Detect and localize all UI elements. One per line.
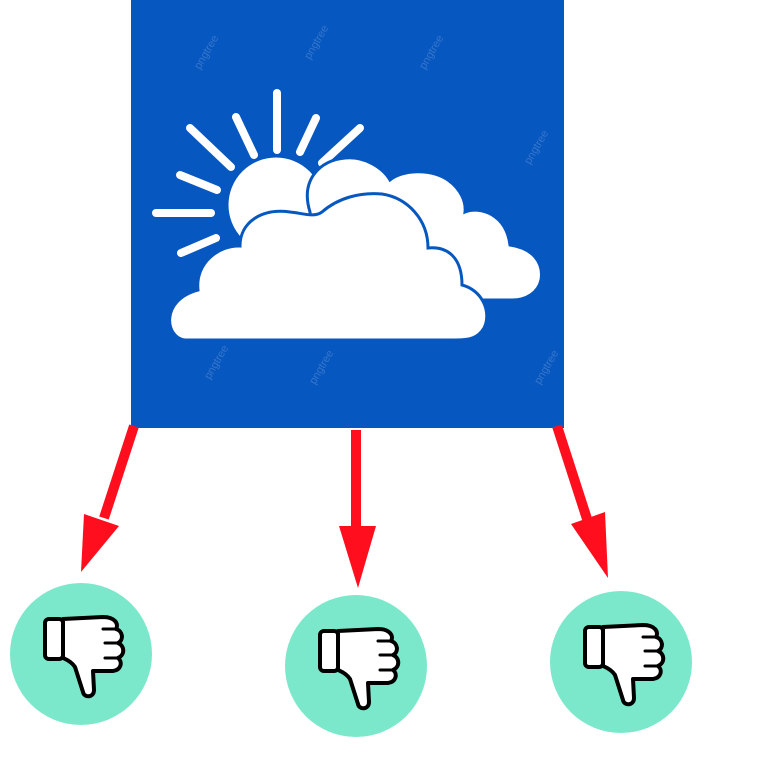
arrow-right bbox=[552, 424, 608, 578]
arrow-center bbox=[339, 430, 376, 588]
reaction-center[interactable] bbox=[285, 595, 427, 737]
arrow-left bbox=[81, 424, 139, 572]
arrows bbox=[81, 424, 608, 588]
partly-cloudy-weather-icon bbox=[152, 89, 543, 342]
reaction-left[interactable] bbox=[10, 583, 152, 725]
front-cloud bbox=[168, 192, 489, 342]
reaction-right[interactable] bbox=[550, 591, 692, 733]
sun-rays bbox=[152, 89, 377, 257]
weather-tile: pngtree pngtree pngtree pngtree pngtree … bbox=[131, 0, 564, 428]
